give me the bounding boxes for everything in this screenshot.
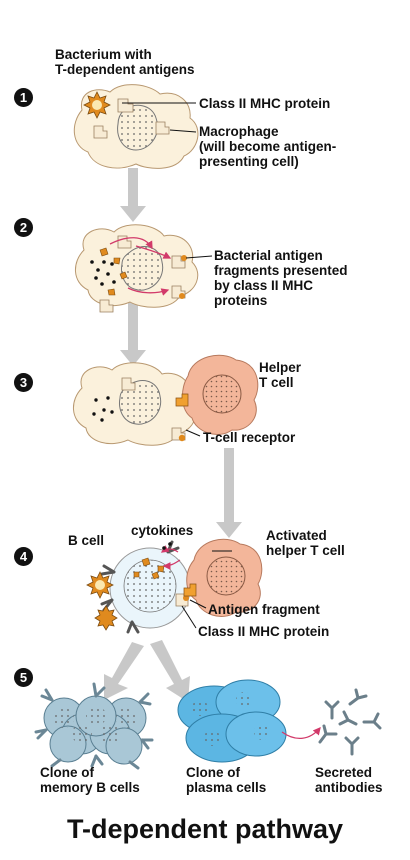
flow-arrow-4-5-left [104, 642, 144, 700]
leader-line [185, 429, 201, 437]
label-memory-b-cells: Clone of memory B cells [40, 765, 140, 795]
macrophage-step2 [75, 224, 199, 313]
secreted-antibodies [318, 688, 382, 756]
label-bacterium: Bacterium with T-dependent antigens [55, 47, 195, 77]
label-plasma-cells: Clone of plasma cells [186, 765, 267, 795]
leader-line [185, 255, 213, 259]
leader-line [181, 605, 197, 629]
memory-b-cell-clone [34, 682, 154, 770]
cytokine-arrows [160, 542, 181, 570]
label-secreted-antibodies: Secreted antibodies [315, 765, 383, 795]
macrophage-step3 [73, 362, 197, 446]
step-number-5: 5 [14, 668, 33, 687]
label-antigen-fragments: Bacterial antigen fragments presented by… [214, 248, 348, 308]
leader-line [169, 129, 197, 133]
diagram-title: T-dependent pathway [66, 814, 344, 844]
label-class-ii-mhc-step1: Class II MHC protein [199, 96, 331, 111]
label-class-ii-mhc-step4: Class II MHC protein [198, 624, 330, 639]
leader-line [189, 599, 207, 609]
flow-arrow-1-2 [120, 168, 146, 222]
helper-t-cell [175, 354, 259, 435]
step-number-2: 2 [14, 218, 33, 237]
macrophage-step1 [73, 84, 199, 169]
activated-helper-t-cell [183, 538, 263, 617]
label-macrophage: Macrophage (will become antigen- present… [199, 124, 337, 169]
label-activated-helper-t-cell: Activated helper T cell [266, 528, 345, 558]
step-number-4: 4 [14, 547, 33, 566]
bacterium-icon [86, 571, 118, 631]
flow-arrow-3-4 [216, 448, 242, 538]
label-t-cell-receptor: T-cell receptor [203, 430, 296, 445]
label-antigen-fragment: Antigen fragment [208, 602, 320, 617]
step-number-1: 1 [14, 88, 33, 107]
label-helper-t-cell: Helper T cell [259, 360, 302, 390]
step-number-3: 3 [14, 373, 33, 392]
label-cytokines: cytokines [131, 523, 194, 538]
label-b-cell: B cell [68, 533, 105, 548]
flow-arrow-4-5-right [150, 640, 190, 702]
flow-arrow-2-3 [120, 300, 146, 366]
plasma-cell-clone [177, 679, 321, 763]
bacterium-icon [83, 91, 111, 119]
